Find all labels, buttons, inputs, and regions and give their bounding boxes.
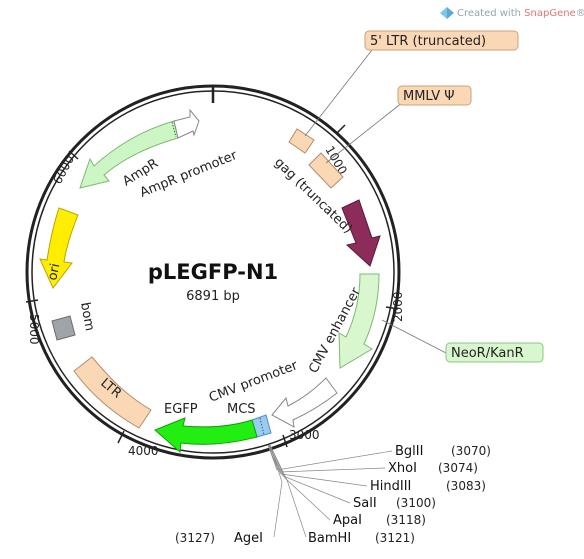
tick-3000: 3000	[282, 428, 320, 448]
site-sali[interactable]: SalI (3100)	[353, 496, 436, 511]
site-agei-position: (3127)	[175, 531, 215, 545]
feature-ori-arrow[interactable]	[39, 207, 79, 289]
ori-label: ori	[45, 262, 63, 282]
site-bglii-position: (3070)	[451, 444, 491, 458]
svg-text:Created with SnapGene®: Created with SnapGene®	[457, 8, 584, 19]
feature-egfp-arrow[interactable]	[154, 417, 258, 454]
site-hindiii-name: HindIII	[370, 479, 411, 494]
watermark-mark: ®	[576, 8, 584, 19]
feature-gag-arrow[interactable]	[341, 199, 381, 267]
site-sali-name: SalI	[353, 496, 377, 511]
feature-bom[interactable]	[51, 315, 76, 341]
site-xhoi-position: (3074)	[438, 461, 478, 475]
site-bglii[interactable]: BglII (3070)	[395, 444, 491, 459]
feature-5ltr[interactable]	[288, 128, 315, 154]
snapgene-watermark: Created with SnapGene®	[440, 7, 584, 19]
site-sali-position: (3100)	[396, 496, 436, 510]
site-agei-name: AgeI	[234, 531, 263, 546]
plasmid-name: pLEGFP-N1	[148, 260, 278, 284]
tick-5000: 5000	[25, 299, 41, 345]
plasmid-size: 6891 bp	[186, 289, 240, 304]
watermark-brand: SnapGene	[524, 8, 576, 19]
callout-mmlv-label: MMLV Ψ	[403, 89, 455, 104]
site-xhoi-name: XhoI	[388, 461, 417, 476]
tick-label-6000: 6000	[50, 153, 77, 187]
callout-5ltr-label: 5' LTR (truncated)	[370, 34, 486, 49]
site-leader-lines	[267, 444, 393, 538]
site-hindiii[interactable]: HindIII (3083)	[370, 479, 486, 494]
feature-ampr-promoter-arrow[interactable]	[173, 108, 200, 139]
ampr-promoter-label: AmpR promoter	[138, 148, 240, 201]
site-hindiii-position: (3083)	[446, 479, 486, 493]
watermark-prefix: Created with	[457, 8, 524, 19]
site-bamhi-position: (3121)	[375, 531, 415, 545]
feature-neor-arrow[interactable]	[338, 273, 380, 369]
site-agei[interactable]: (3127) AgeI	[175, 531, 263, 546]
site-bamhi[interactable]: BamHI (3121)	[308, 531, 415, 546]
callout-neor[interactable]: NeoR/KanR	[445, 342, 544, 363]
tick-label-4000: 4000	[128, 444, 159, 458]
snapgene-logo-icon	[440, 7, 454, 19]
site-apai-name: ApaI	[333, 513, 362, 528]
tick-label-3000: 3000	[289, 428, 320, 442]
feature-mmlv-psi[interactable]	[308, 152, 344, 189]
site-apai-position: (3118)	[386, 513, 426, 527]
site-bglii-name: BglII	[395, 444, 423, 459]
feature-cmv-enhancer-arrow[interactable]	[271, 377, 338, 428]
mcs-label: MCS	[227, 402, 256, 417]
tick-2000: 2000	[385, 291, 405, 322]
callout-mmlv[interactable]: MMLV Ψ	[397, 85, 472, 106]
callout-neor-label: NeoR/KanR	[451, 346, 524, 361]
bom-label: bom	[77, 301, 97, 332]
site-apai[interactable]: ApaI (3118)	[333, 513, 426, 528]
site-xhoi[interactable]: XhoI (3074)	[388, 461, 478, 476]
tick-4000: 4000	[117, 430, 159, 458]
egfp-label: EGFP	[164, 402, 198, 417]
site-bamhi-name: BamHI	[308, 531, 351, 546]
callout-5ltr[interactable]: 5' LTR (truncated)	[364, 30, 519, 51]
feature-ampr-arrow[interactable]	[79, 120, 179, 189]
backbone-outer-ring	[25, 84, 401, 460]
tick-label-5000: 5000	[27, 314, 41, 345]
feature-ltr[interactable]	[73, 356, 152, 429]
tick-label-2000: 2000	[391, 291, 405, 322]
